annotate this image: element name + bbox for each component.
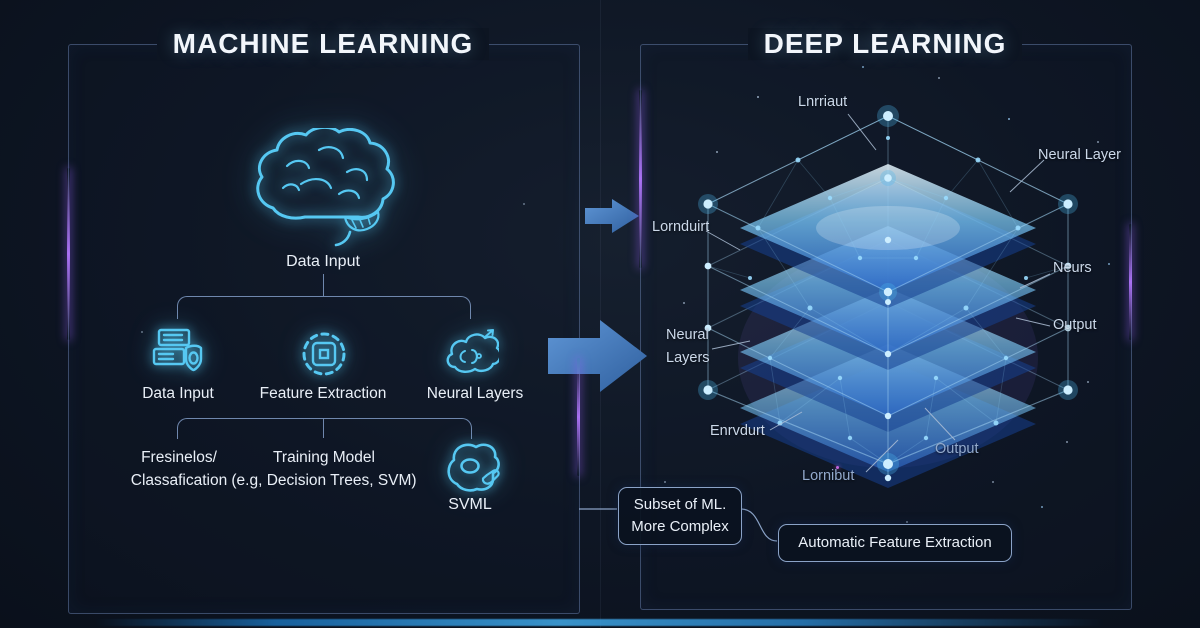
- star-dot: [716, 151, 718, 153]
- background-hairline: [600, 0, 601, 628]
- callout-left-upper: Lornduirt: [652, 219, 710, 235]
- deep-learning-title: DEEP LEARNING: [747, 28, 1023, 60]
- svml-label: SVML: [448, 496, 492, 513]
- step-label: Data Input: [142, 385, 214, 402]
- machine-learning-title: MACHINE LEARNING: [156, 28, 490, 60]
- purple-glow-right-panel-left: [638, 90, 642, 268]
- star-dot: [1108, 263, 1110, 265]
- callout-input-top: Lnrriaut: [798, 94, 848, 110]
- purple-glow-right-border: [1128, 224, 1132, 340]
- star-dot: [757, 96, 759, 98]
- callout-bottom: Lornibut: [802, 468, 855, 484]
- documents-shield-icon: [152, 328, 203, 372]
- star-dot: [141, 331, 143, 333]
- step-label: Neural Layers: [426, 385, 524, 402]
- training-model-label: Training Model (e.g, Decision Trees, SVM…: [231, 449, 417, 489]
- steps-bracket: [177, 296, 471, 319]
- svml-blob-icon: [447, 443, 500, 492]
- callout-neural-layer: Neural Layer: [1038, 147, 1122, 163]
- star-dot: [1041, 506, 1043, 508]
- callout-neural-layers: Neural Layers: [666, 327, 710, 367]
- subset-note-box: Subset of ML. More Complex: [618, 487, 742, 545]
- star-dot: [1097, 141, 1099, 143]
- star-dot-purple: [836, 466, 839, 469]
- callout-left-lower: Enrvdurt: [710, 423, 765, 439]
- star-dot: [523, 203, 525, 205]
- star-dot: [683, 302, 685, 304]
- star-dot: [1087, 381, 1089, 383]
- star-dot: [862, 66, 864, 68]
- small-right-arrow: [585, 199, 639, 233]
- outputs-bracket-stub: [323, 418, 324, 438]
- outputs-bracket: [177, 418, 472, 439]
- star-dot: [1066, 441, 1068, 443]
- bottom-accent-bar: [95, 619, 1105, 626]
- star-dot: [906, 521, 908, 523]
- machine-learning-panel: [68, 44, 580, 614]
- brain-stem-line: [323, 274, 324, 296]
- auto-feature-note-box: Automatic Feature Extraction: [778, 524, 1012, 562]
- callout-output-right: Output: [1053, 317, 1097, 333]
- neural-network-icon: [446, 329, 499, 373]
- brain-icon: [256, 128, 395, 247]
- callout-output-bottom: Output: [935, 441, 979, 457]
- brain-input-label: Data Input: [286, 253, 360, 270]
- regression-classification-label: Fresinelos/ Classafication: [130, 449, 228, 489]
- step-label: Feature Extraction: [259, 385, 387, 402]
- star-dot: [992, 481, 994, 483]
- purple-glow-left-border: [66, 168, 70, 340]
- gear-chip-icon: [302, 332, 346, 376]
- star-dot: [1008, 118, 1010, 120]
- neural-cube-visualization: [698, 105, 1078, 488]
- star-dot: [938, 77, 940, 79]
- callout-neurs: Neurs: [1053, 260, 1092, 276]
- purple-glow-left-panel-right: [576, 358, 580, 476]
- star-dot: [664, 481, 666, 483]
